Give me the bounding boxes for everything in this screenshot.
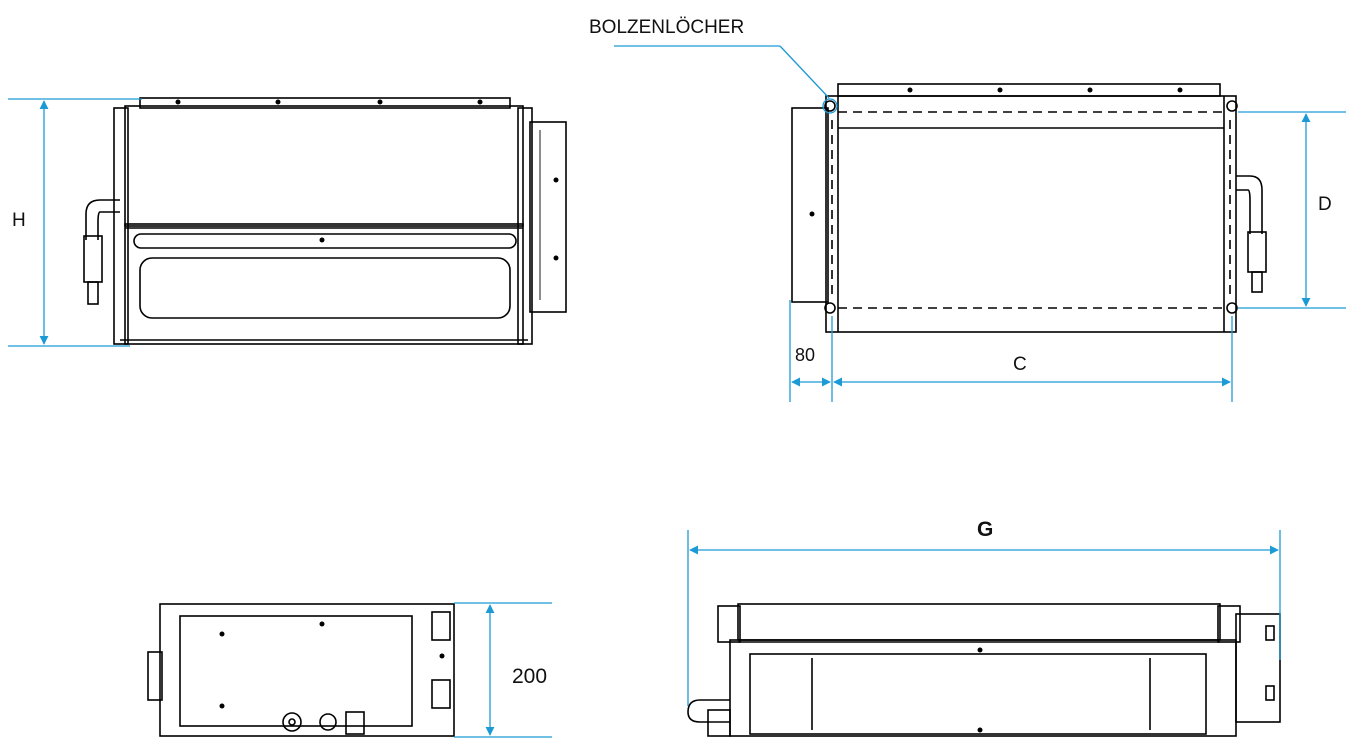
label-g: G xyxy=(977,518,993,541)
top-view xyxy=(791,83,1267,333)
dimension-200 xyxy=(454,602,552,738)
label-200: 200 xyxy=(512,665,547,688)
dimension-h xyxy=(8,98,142,347)
label-bolt-holes: BOLZENLÖCHER xyxy=(589,17,744,38)
front-view xyxy=(83,97,567,345)
dimension-d xyxy=(1238,111,1346,309)
side-view xyxy=(147,603,455,737)
label-d: D xyxy=(1318,194,1332,215)
dimension-80-and-c xyxy=(789,300,1233,402)
label-80: 80 xyxy=(795,345,815,365)
label-h: H xyxy=(12,210,26,231)
dimension-g xyxy=(687,530,1281,706)
back-view xyxy=(687,603,1281,737)
bolt-hole-leader xyxy=(614,45,838,114)
label-c: C xyxy=(1013,354,1027,375)
